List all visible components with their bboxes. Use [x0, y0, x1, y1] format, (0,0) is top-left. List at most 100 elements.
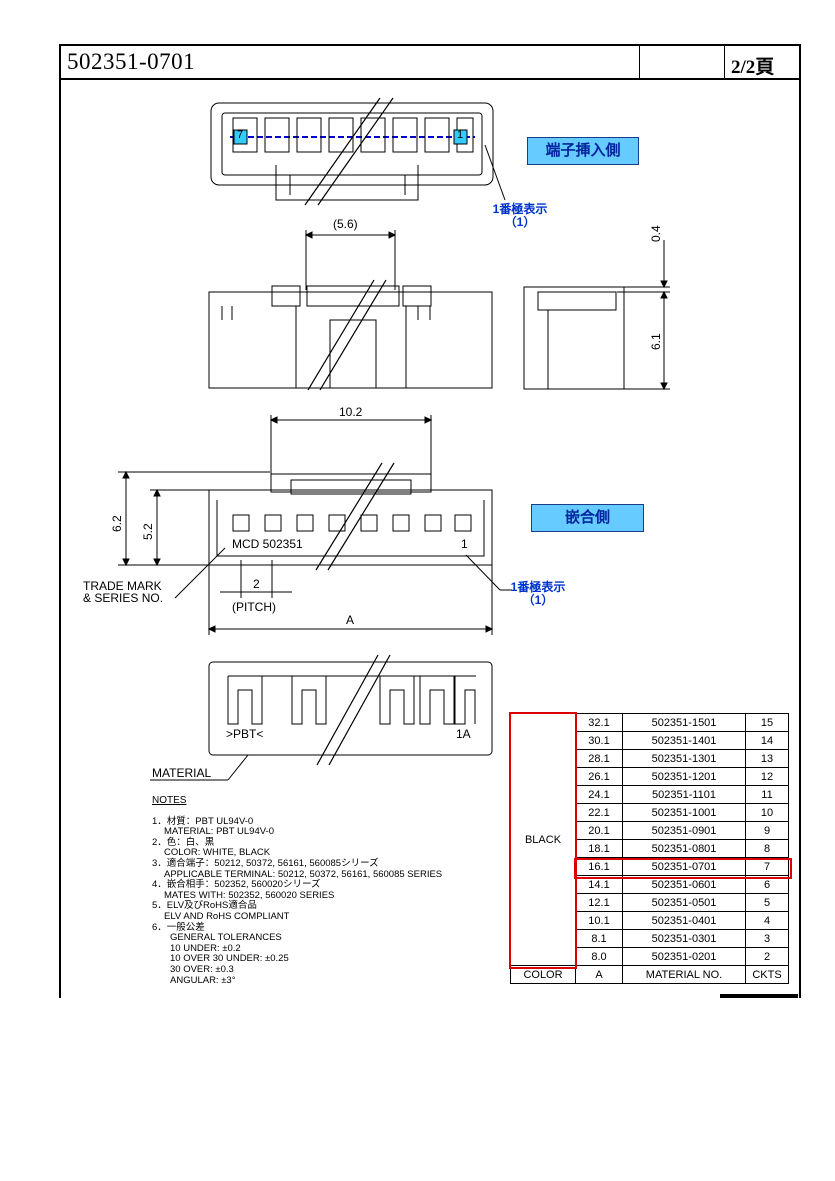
pitch-label: (PITCH) [232, 600, 276, 614]
dim-0-4: 0.4 [649, 225, 663, 242]
notes-block: NOTES 1．材質：PBT UL94V-0 MATERIAL: PBT UL9… [152, 795, 443, 986]
a-value-cell: 10.1 [575, 911, 623, 930]
dim-6-1: 6.1 [649, 333, 663, 350]
a-value-cell: 30.1 [575, 731, 623, 750]
note-line: 10 OVER 30 UNDER: ±0.25 [170, 953, 289, 965]
pin1-sub: （1） [522, 593, 554, 607]
pin-one-marking: 1 [461, 537, 468, 551]
material-no-cell: 502351-1401 [622, 731, 746, 750]
trade-mark-line2: & SERIES NO. [83, 591, 164, 605]
note-line: MATERIAL: PBT UL94V-0 [164, 826, 274, 838]
header-cell-a: A [575, 965, 623, 984]
trade-mark-line1: TRADE MARK [83, 579, 162, 593]
a-value-cell: 12.1 [575, 893, 623, 912]
ckts-cell: 8 [745, 839, 789, 858]
pin1-text: 1番極表示 [510, 580, 566, 594]
part-number-title: 502351-0701 [67, 49, 196, 74]
drawing-sheet: 502351-0701 2/2頁 [59, 44, 801, 998]
pin1-text: 1番極表示 [492, 202, 548, 216]
ckts-cell: 3 [745, 929, 789, 948]
ckts-cell: 15 [745, 713, 789, 732]
mating-view [118, 415, 512, 635]
note-line: MATES WITH: 502352, 560020 SERIES [164, 889, 335, 901]
mating-side-label: 嵌合側 [531, 504, 644, 532]
note-line: ELV AND RoHS COMPLIANT [164, 910, 290, 922]
ckts-cell: 14 [745, 731, 789, 750]
title-divider [724, 46, 725, 78]
note-line: GENERAL TOLERANCES [170, 932, 282, 944]
a-value-cell: 28.1 [575, 749, 623, 768]
bottom-slots [227, 675, 476, 725]
title-divider [639, 46, 640, 78]
a-value-cell: 18.1 [575, 839, 623, 858]
dim-6-2: 6.2 [110, 515, 124, 532]
a-value-cell: 24.1 [575, 785, 623, 804]
material-no-cell: 502351-0901 [622, 821, 746, 840]
material-no-cell: 502351-0201 [622, 947, 746, 966]
a-value-cell: 14.1 [575, 875, 623, 894]
dim-10-2: 10.2 [339, 405, 363, 419]
front-view [208, 230, 493, 389]
material-no-cell: 502351-0401 [622, 911, 746, 930]
one-a-marking: 1A [456, 727, 471, 741]
note-line: ANGULAR: ±3° [170, 974, 236, 986]
dim-a: A [346, 613, 355, 627]
title-bar: 502351-0701 2/2頁 [61, 46, 799, 80]
header-cell-color: COLOR [510, 965, 576, 984]
selected-row-highlight [574, 858, 792, 879]
top-cavities [232, 117, 474, 153]
bottom-view [150, 661, 493, 781]
pin-seven-label: 7 [237, 129, 244, 141]
pin1-sub: （1） [504, 215, 536, 229]
side-view [523, 240, 670, 391]
note-line: 5．ELV及びRoHS適合品 [152, 900, 257, 912]
a-value-cell: 32.1 [575, 713, 623, 732]
ckts-cell: 2 [745, 947, 789, 966]
trade-mark-label: TRADE MARK & SERIES NO. [83, 580, 163, 604]
pin1-indicator-mid: 1番極表示 （1） [498, 581, 578, 607]
material-no-cell: 502351-1101 [622, 785, 746, 804]
ckts-cell: 11 [745, 785, 789, 804]
ckts-cell: 4 [745, 911, 789, 930]
page-indicator: 2/2頁 [731, 57, 775, 78]
a-value-cell: 8.0 [575, 947, 623, 966]
note-line: COLOR: WHITE, BLACK [164, 847, 271, 859]
mcd-marking: MCD 502351 [232, 537, 303, 551]
material-label: MATERIAL [152, 766, 212, 780]
a-value-cell: 20.1 [575, 821, 623, 840]
note-line: 30 OVER: ±0.3 [170, 963, 234, 975]
break-lines [304, 97, 395, 766]
pbt-marking: >PBT< [226, 727, 264, 741]
ckts-cell: 9 [745, 821, 789, 840]
pin-one-box-label: 1 [457, 129, 464, 141]
a-value-cell: 26.1 [575, 767, 623, 786]
header-cell-material-no: MATERIAL NO. [622, 965, 746, 984]
note-line: APPLICABLE TERMINAL: 50212, 50372, 56161… [164, 868, 443, 880]
material-no-cell: 502351-1501 [622, 713, 746, 732]
material-no-cell: 502351-0501 [622, 893, 746, 912]
dim-5-6: (5.6) [333, 217, 358, 231]
dim-5-2: 5.2 [141, 523, 155, 540]
ckts-cell: 10 [745, 803, 789, 822]
note-line: 3．適合端子：50212, 50372, 56161, 560085シリーズ [152, 857, 379, 869]
material-no-cell: 502351-1201 [622, 767, 746, 786]
a-value-cell: 22.1 [575, 803, 623, 822]
note-line: 4．嵌合相手：502352, 560020シリーズ [152, 879, 321, 891]
sheet-corner-bar [720, 994, 798, 998]
material-no-cell: 502351-0801 [622, 839, 746, 858]
ckts-cell: 13 [745, 749, 789, 768]
note-line: 6．一般公差 [152, 921, 205, 933]
color-highlight-box [509, 712, 577, 969]
note-line: 10 UNDER: ±0.2 [170, 942, 241, 954]
pin1-indicator-top: 1番極表示 （1） [480, 203, 560, 229]
ckts-cell: 5 [745, 893, 789, 912]
material-no-cell: 502351-0301 [622, 929, 746, 948]
material-no-cell: 502351-1001 [622, 803, 746, 822]
note-line: 2．色：白、黒 [152, 836, 215, 848]
